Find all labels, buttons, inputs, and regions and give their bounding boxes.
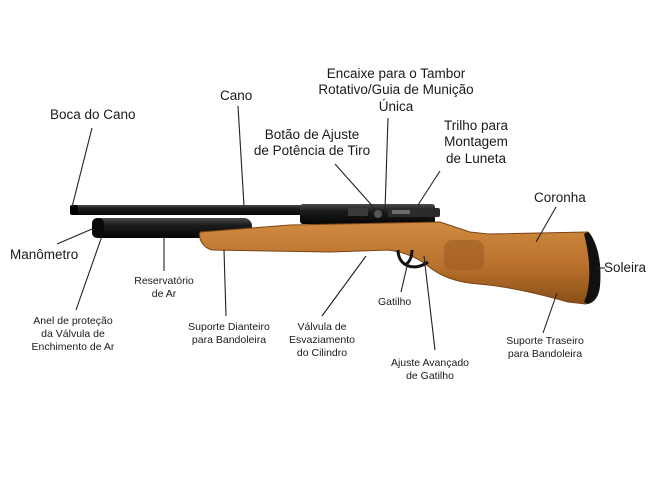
leader-suporte-dianteiro xyxy=(223,249,227,317)
leader-gatilho xyxy=(400,261,409,293)
leader-coronha xyxy=(535,206,557,243)
butt-pad xyxy=(584,232,601,304)
label-suporte-traseiro: Suporte Traseiro para Bandoleira xyxy=(506,335,584,360)
label-trilho-luneta: Trilho para Montagem de Luneta xyxy=(443,118,509,166)
leader-boca-do-cano xyxy=(71,127,93,208)
label-gatilho: Gatilho xyxy=(378,296,412,308)
label-manometro: Manômetro xyxy=(10,247,79,262)
leader-anel-protecao xyxy=(75,235,103,311)
trigger xyxy=(405,249,414,266)
label-encaixe-tambor: Encaixe para o Tambor Rotativo/Guia de M… xyxy=(318,66,474,114)
leader-trilho-luneta xyxy=(417,170,441,206)
wooden-stock xyxy=(199,221,599,305)
leader-encaixe-tambor xyxy=(384,117,389,211)
label-reservatorio: Reservatório de Ar xyxy=(134,275,194,300)
label-coronha: Coronha xyxy=(534,190,586,205)
label-boca-do-cano: Boca do Cano xyxy=(50,107,136,122)
label-valvula-esvaziamento: Válvula de Esvaziamento do Cilindro xyxy=(289,321,355,359)
leader-lines xyxy=(56,105,605,351)
receiver xyxy=(300,204,440,224)
label-suporte-dianteiro: Suporte Dianteiro para Bandoleira xyxy=(188,321,270,346)
leader-botao-ajuste xyxy=(334,163,377,211)
grip-checkering xyxy=(444,240,484,270)
leader-ajuste-gatilho xyxy=(423,255,436,351)
label-ajuste-gatilho: Ajuste Avançado de Gatilho xyxy=(390,357,470,382)
label-soleira: Soleira xyxy=(604,260,647,275)
label-anel-protecao: Anel de proteção da Válvula de Enchiment… xyxy=(31,315,115,353)
leader-suporte-traseiro xyxy=(542,292,558,334)
label-botao-ajuste: Botão de Ajuste de Potência de Tiro xyxy=(253,127,371,159)
leader-valvula-esvaziamento xyxy=(321,255,367,317)
leader-cano xyxy=(237,105,245,207)
leader-manometro xyxy=(56,228,93,245)
label-cano: Cano xyxy=(220,88,253,103)
